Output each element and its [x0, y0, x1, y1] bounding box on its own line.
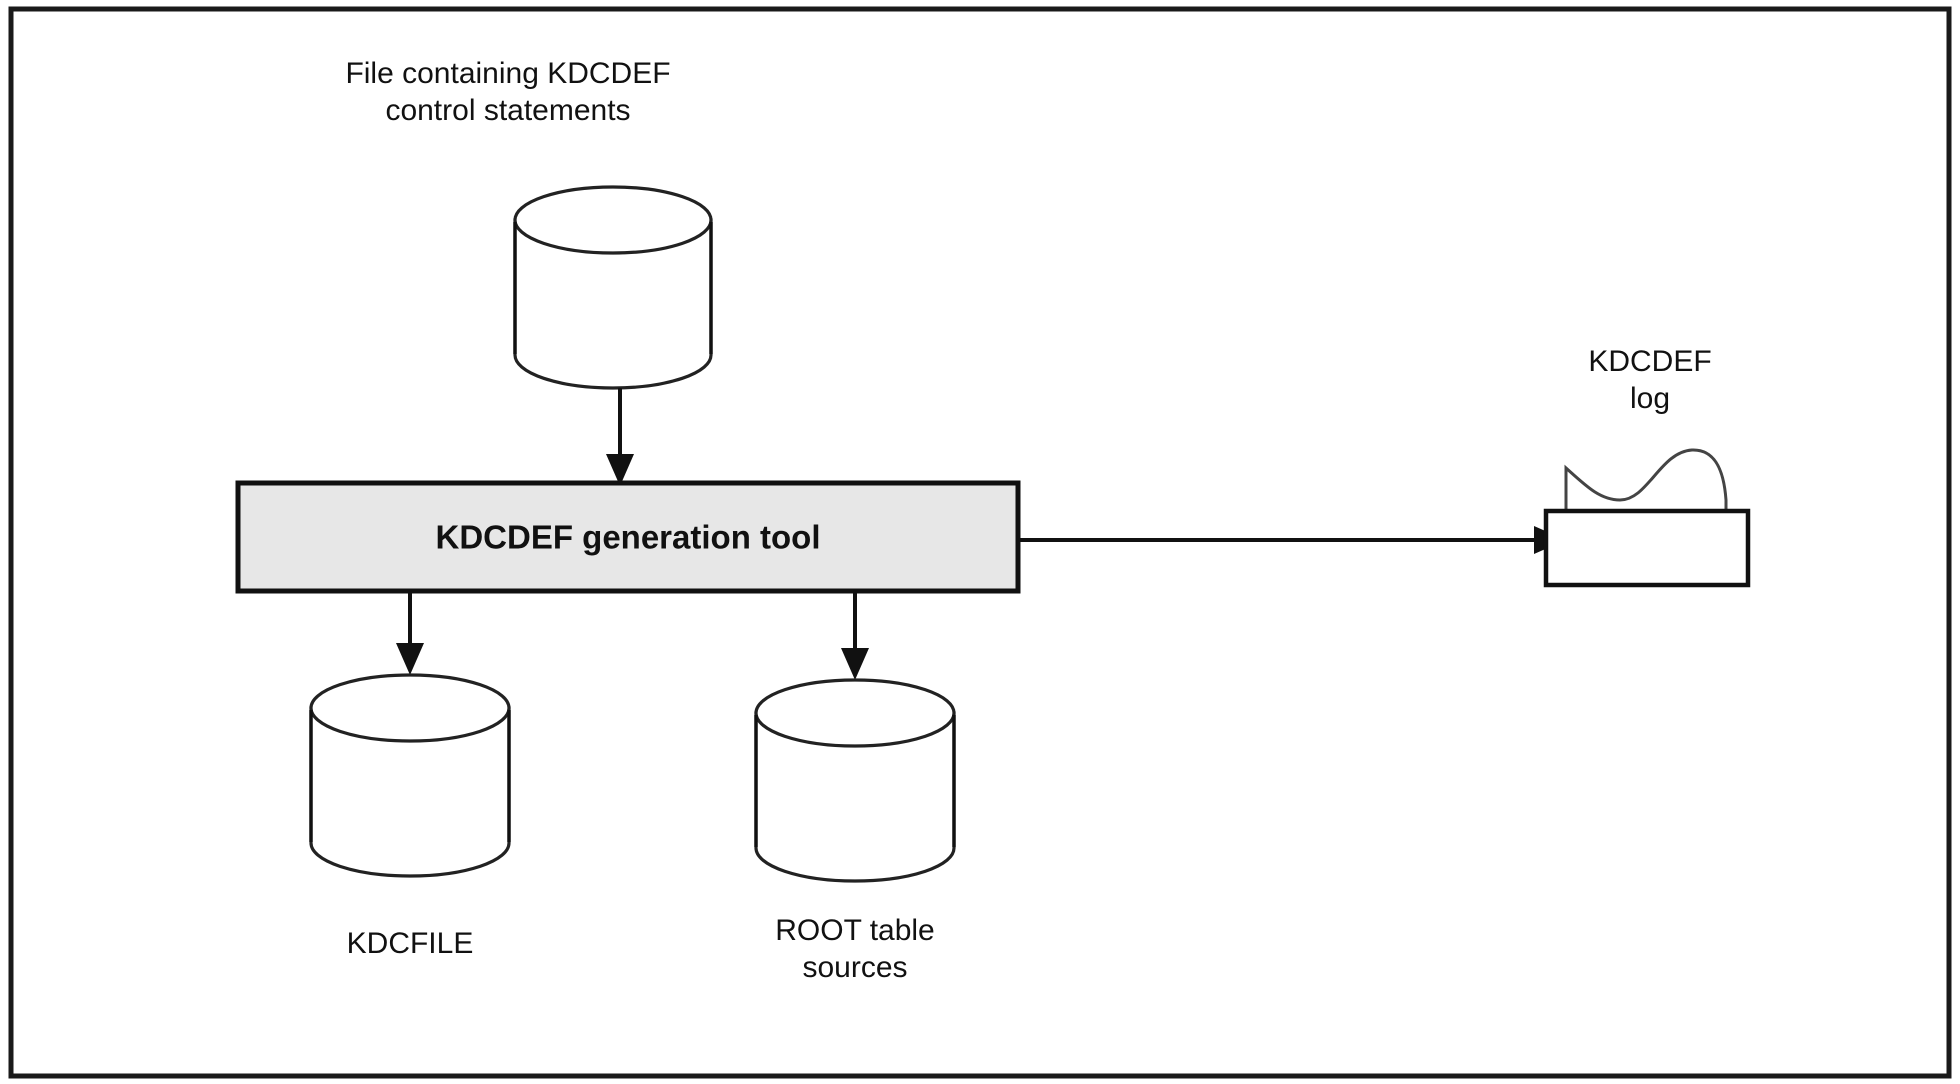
log-document-icon	[1543, 448, 1751, 588]
input-file-cylinder-icon	[513, 185, 713, 390]
input-file-label-line2: control statements	[385, 94, 630, 127]
diagram-outer-frame	[8, 6, 1952, 1079]
edge-process-to-kdcfile	[396, 593, 424, 675]
edge-process-to-log	[1020, 526, 1566, 554]
root-table-label-line2: sources	[802, 951, 907, 984]
input-file-label-line1: File containing KDCDEF	[345, 57, 670, 90]
root-table-label-line1: ROOT table	[775, 914, 935, 947]
edge-process-to-root-table	[841, 593, 869, 680]
process-box-label: KDCDEF generation tool	[436, 519, 821, 556]
process-box: KDCDEF generation tool	[235, 480, 1021, 594]
root-table-cylinder-icon	[754, 678, 956, 883]
kdcfile-cylinder-icon	[309, 673, 511, 878]
log-label-line1: KDCDEF	[1588, 345, 1711, 378]
log-label-line2: log	[1630, 382, 1670, 415]
kdcfile-label-line1: KDCFILE	[347, 927, 474, 960]
edge-input-to-process	[606, 388, 634, 486]
